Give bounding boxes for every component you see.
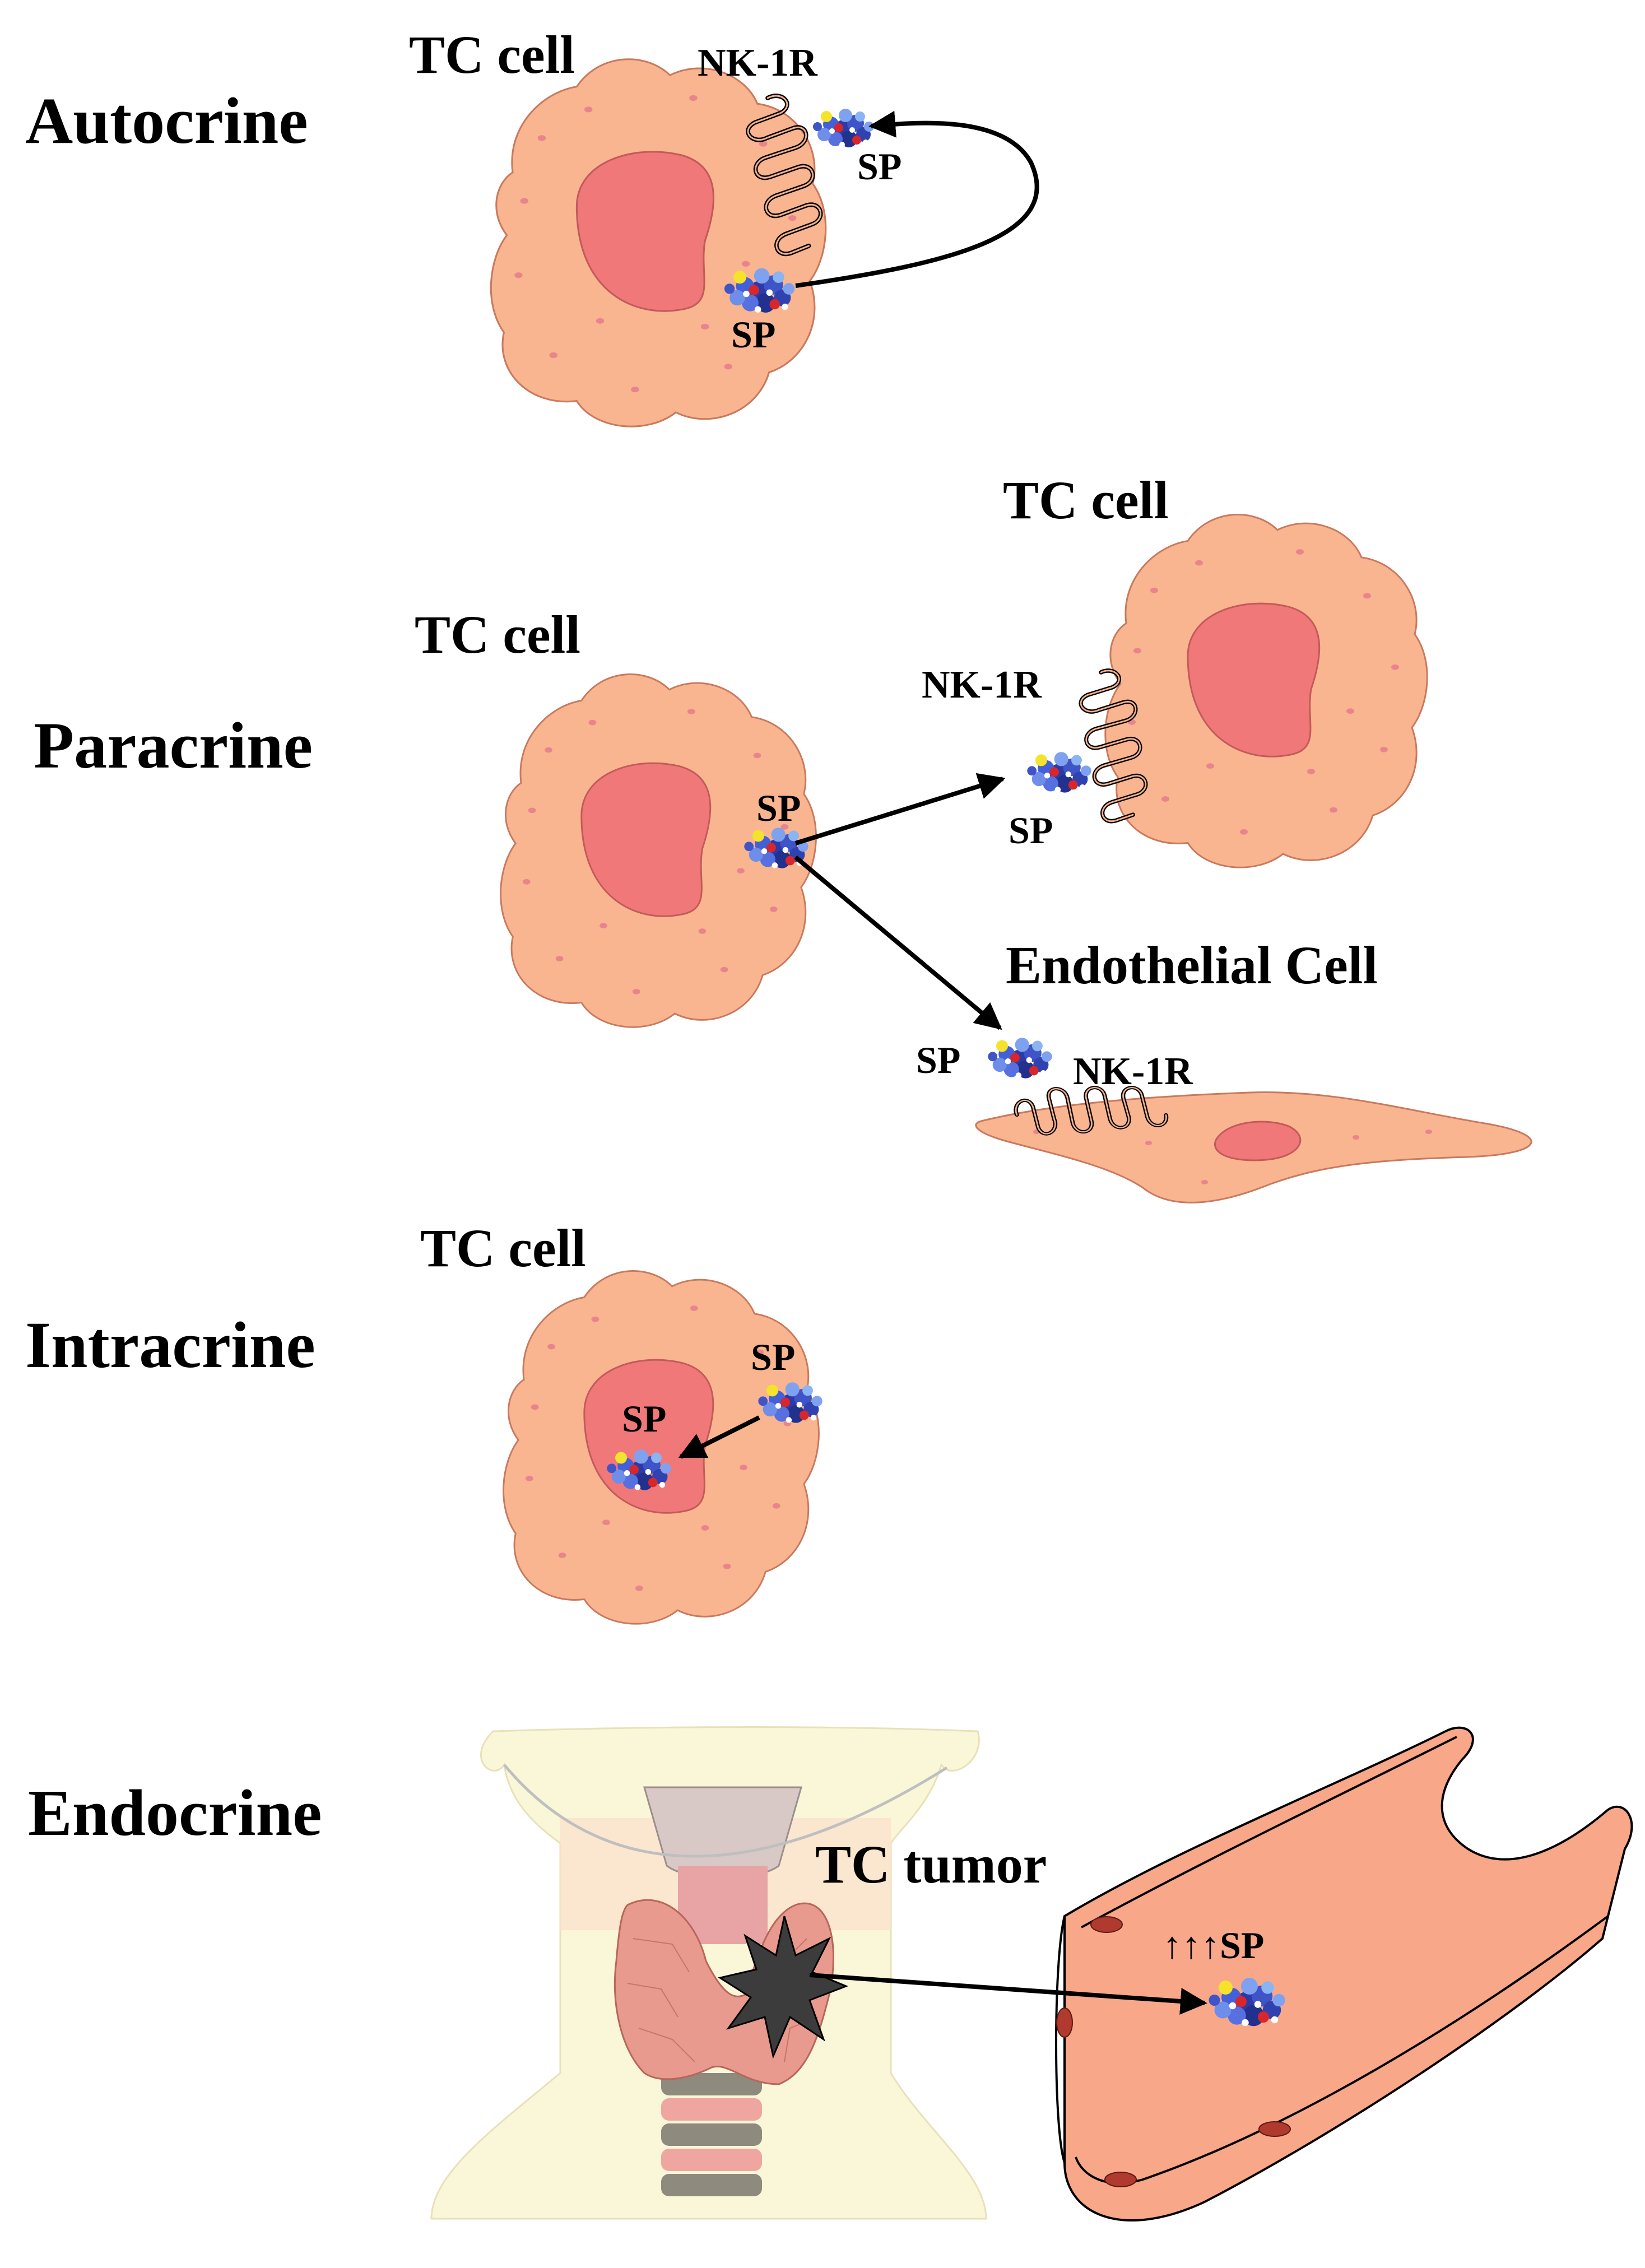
vessel-wall-top — [1081, 1736, 1457, 1928]
trachea — [661, 2073, 762, 2196]
paracrine-sp-target-label: SP — [1009, 809, 1053, 852]
autocrine-tc-cell-label: TC cell — [409, 25, 575, 85]
paracrine-sp-endothelial-icon — [988, 1038, 1052, 1079]
larynx-inner — [678, 1866, 768, 1944]
section-label-intracrine: Intracrine — [25, 1308, 315, 1382]
endocrine-arrow-to-blood — [809, 1973, 1207, 2015]
intracrine-sp-cytoplasm-label: SP — [751, 1336, 795, 1378]
autocrine-loop-arrow — [795, 110, 1039, 288]
paracrine-source-tc-cell-label: TC cell — [415, 605, 580, 664]
paracrine-panel: TC cell SP TC cell NK-1R SP SP NK-1R End… — [415, 470, 1532, 1203]
autocrine-panel: TC cell NK-1R SP SP — [409, 25, 1039, 427]
autocrine-nk1r-label: NK-1R — [698, 41, 818, 85]
intracrine-panel: TC cell SP SP — [420, 1218, 822, 1625]
vessel-wall-edge — [1055, 1916, 1066, 2163]
paracrine-arrow-to-endothelial — [794, 855, 1002, 1030]
tc-tumor-label: TC tumor — [815, 1834, 1047, 1894]
section-label-paracrine: Paracrine — [34, 709, 313, 782]
endothelial-nk1r-label: NK-1R — [1073, 1050, 1193, 1093]
intracrine-tc-cell — [503, 1270, 820, 1625]
jaw-line — [503, 1764, 948, 1858]
intracrine-sp-nucleus-label: SP — [622, 1397, 666, 1440]
larynx — [643, 1786, 802, 1879]
section-label-endocrine: Endocrine — [28, 1776, 322, 1849]
autocrine-sp-secreted-label: SP — [731, 313, 775, 356]
intracrine-tc-cell-label: TC cell — [420, 1218, 586, 1278]
paracrine-target-tc-cell — [1104, 513, 1428, 868]
paracrine-sp-target-icon — [1027, 752, 1091, 793]
paracrine-arrow-to-tc-cell — [794, 773, 1006, 845]
autocrine-sp-bound-label: SP — [857, 145, 902, 188]
paracrine-sp-endothelial-label: SP — [916, 1039, 960, 1081]
intracrine-arrow-to-nucleus — [678, 1415, 760, 1459]
endocrine-panel: TC tumor ↑↑↑SP — [430, 1726, 1633, 2221]
endocrine-sp-increase-label: ↑↑↑SP — [1163, 1924, 1264, 1967]
tc-tumor-icon — [718, 1916, 849, 2059]
blood-vessel — [1063, 1726, 1633, 2221]
paracrine-sp-source-label: SP — [756, 787, 801, 829]
endothelial-cell-label: Endothelial Cell — [1006, 935, 1378, 995]
paracrine-target-tc-cell-label: TC cell — [1003, 470, 1169, 530]
autocrine-sp-bound-icon — [813, 109, 874, 147]
section-label-autocrine: Autocrine — [25, 84, 308, 157]
paracrine-target-nk1r-label: NK-1R — [922, 663, 1042, 707]
vessel-wall-cells — [1056, 1916, 1291, 2187]
endothelial-nucleus — [1214, 1121, 1302, 1161]
